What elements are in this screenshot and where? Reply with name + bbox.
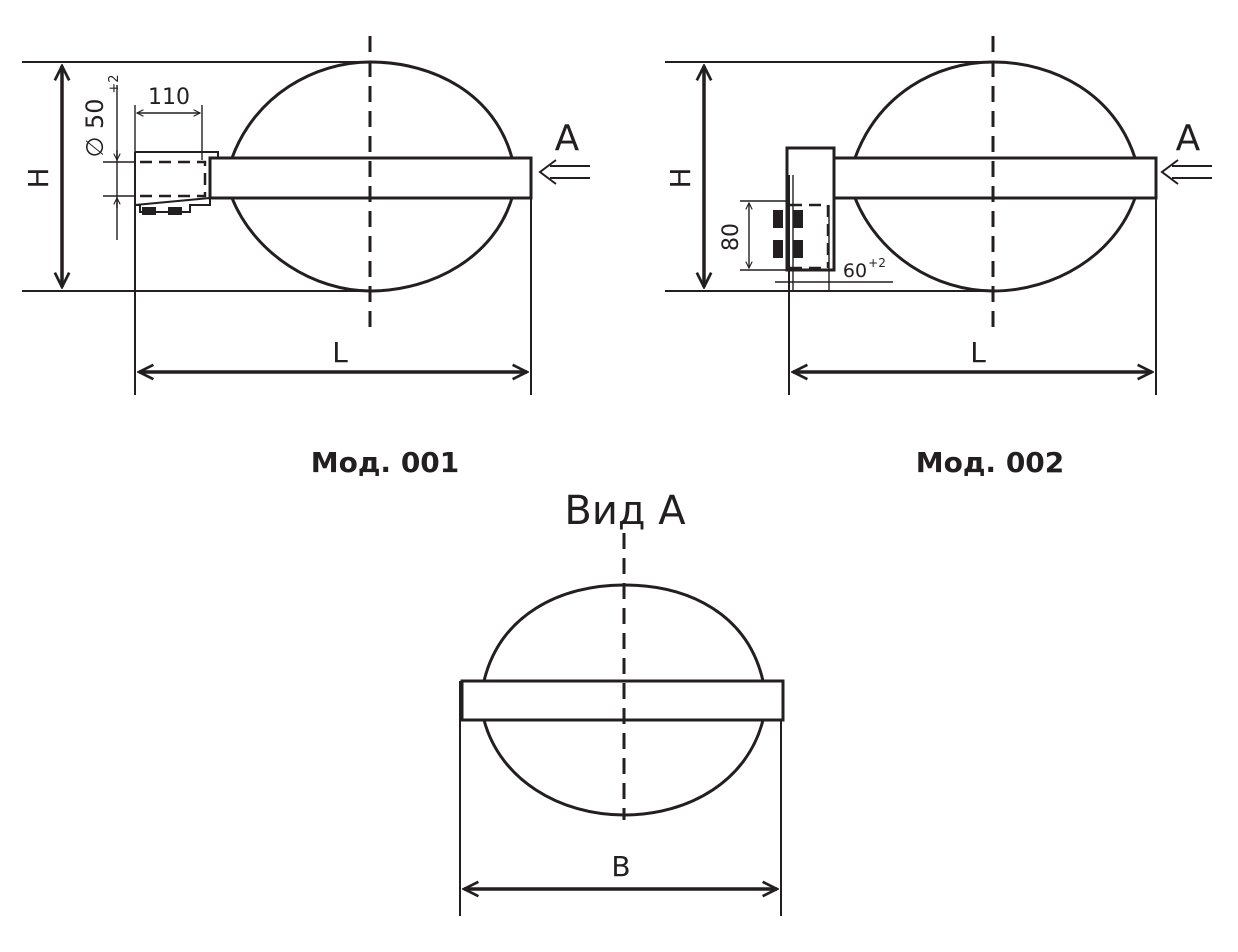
dimension-b-label: B: [611, 850, 630, 883]
bolt: [773, 240, 783, 258]
model-001-caption: Мод. 001: [311, 446, 460, 479]
dimension-l-label: L: [970, 336, 986, 369]
shade-lower: [230, 197, 514, 293]
dimension-l-label: L: [332, 336, 348, 369]
dimension-h-label: H: [664, 167, 697, 188]
view-arrow-shaft: [550, 165, 590, 179]
shade-upper: [853, 60, 1137, 159]
dimension-80-label: 80: [719, 223, 744, 251]
dimension-60-label: 60: [843, 260, 867, 282]
view-marker-label: A: [1176, 118, 1201, 159]
model-001-drawing: [22, 36, 590, 395]
dimension-h-label: H: [22, 167, 55, 188]
hidden-socket: [790, 203, 830, 270]
dimension-110-label: 110: [148, 85, 190, 110]
bolt: [168, 207, 182, 215]
tolerance-label: +2: [868, 256, 886, 270]
hidden-socket: [140, 160, 207, 198]
arm-bar: [832, 156, 1158, 200]
shade-lower: [853, 197, 1137, 293]
model-002-caption: Мод. 002: [916, 446, 1065, 479]
view-marker-label: A: [555, 118, 580, 159]
bolt: [773, 210, 783, 228]
view-arrow-shaft: [1172, 165, 1212, 179]
bolt: [793, 210, 803, 228]
tolerance-label: +2: [107, 74, 122, 93]
bolt: [142, 207, 156, 215]
view-arrow-head: [1160, 159, 1179, 185]
view-a-title: Вид А: [564, 488, 686, 534]
model-002-drawing: [665, 36, 1212, 395]
shade-upper: [230, 60, 514, 159]
view-a-drawing: [459, 533, 785, 916]
dimension-diameter-label: ∅ 50: [81, 98, 109, 157]
mount-body: [785, 146, 836, 272]
bolt: [793, 240, 803, 258]
view-arrow-head: [538, 159, 557, 185]
